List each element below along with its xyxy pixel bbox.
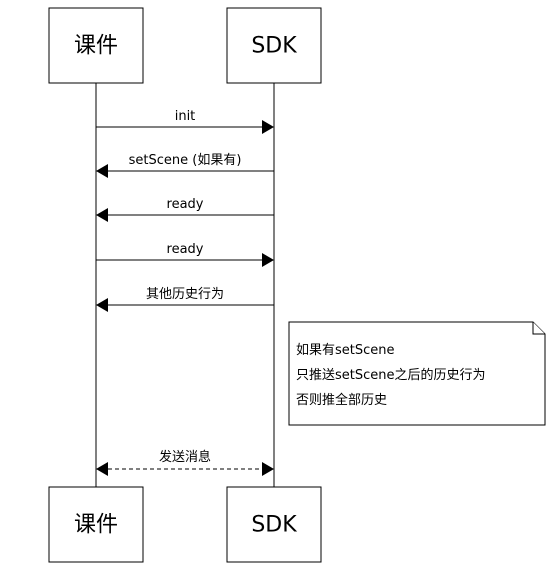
- note-line-3: 否则推全部历史: [296, 392, 387, 408]
- message-ready-to-sdk: ready: [96, 242, 274, 267]
- participant-sdk-top: SDK: [226, 7, 322, 84]
- message-other-history: 其他历史行为: [96, 287, 274, 312]
- message-ready-to-sdk-label: ready: [167, 242, 204, 257]
- message-other-history-label: 其他历史行为: [146, 287, 224, 302]
- message-init: init: [96, 109, 274, 134]
- arrowhead-right-icon: [262, 120, 274, 134]
- participant-courseware-bottom-label: 课件: [74, 513, 118, 538]
- note: 如果有setScene 只推送setScene之后的历史行为 否则推全部历史: [288, 321, 546, 426]
- message-init-label: init: [175, 109, 196, 124]
- message-ready-to-courseware-label: ready: [167, 197, 204, 212]
- arrowhead-right-icon: [262, 462, 274, 476]
- message-send-label: 发送消息: [159, 449, 211, 465]
- arrowhead-left-icon: [96, 298, 108, 312]
- message-send: 发送消息: [96, 449, 274, 476]
- arrowhead-left-icon: [96, 208, 108, 222]
- participant-sdk-top-label: SDK: [251, 34, 297, 59]
- message-set-scene-label: setScene (如果有): [129, 152, 242, 168]
- participant-courseware-bottom: 课件: [48, 486, 144, 563]
- participant-courseware-top-label: 课件: [74, 34, 118, 59]
- message-set-scene: setScene (如果有): [96, 152, 274, 178]
- arrowhead-left-icon: [96, 164, 108, 178]
- participant-sdk-bottom: SDK: [226, 486, 322, 563]
- note-line-2: 只推送setScene之后的历史行为: [296, 367, 486, 383]
- arrowhead-left-icon: [96, 462, 108, 476]
- note-line-1: 如果有setScene: [296, 342, 395, 358]
- message-ready-to-courseware: ready: [96, 197, 274, 222]
- participant-courseware-top: 课件: [48, 7, 144, 84]
- arrowhead-right-icon: [262, 253, 274, 267]
- participant-sdk-bottom-label: SDK: [251, 513, 297, 538]
